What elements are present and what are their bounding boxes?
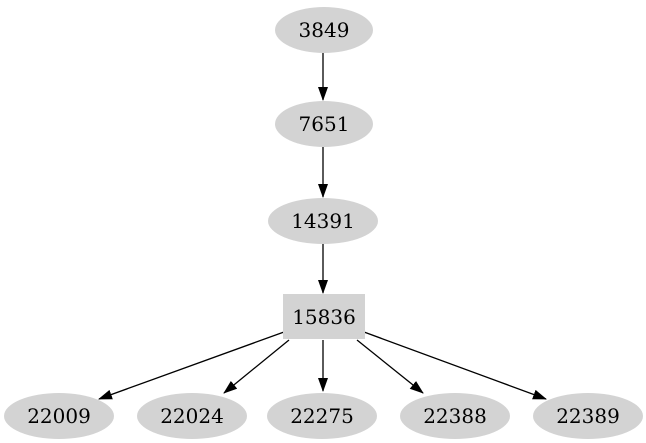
node-14391: 14391 xyxy=(268,198,378,244)
node-label: 22009 xyxy=(27,404,91,428)
node-22275: 22275 xyxy=(267,393,377,439)
node-22024: 22024 xyxy=(137,393,247,439)
edge-15836-22009 xyxy=(98,331,285,400)
node-label: 14391 xyxy=(291,209,355,233)
node-label: 7651 xyxy=(298,112,350,136)
node-label: 22275 xyxy=(290,404,354,428)
node-label: 22024 xyxy=(160,404,224,428)
edge-15836-22389 xyxy=(363,331,547,400)
node-22009: 22009 xyxy=(4,393,114,439)
edge-15836-22024 xyxy=(223,339,290,394)
node-label: 15836 xyxy=(292,304,356,329)
node-7651: 7651 xyxy=(275,101,373,147)
node-3849: 3849 xyxy=(275,7,373,53)
node-label: 22389 xyxy=(556,404,620,428)
node-label: 22388 xyxy=(423,404,487,428)
node-22388: 22388 xyxy=(400,393,510,439)
node-22389: 22389 xyxy=(533,393,643,439)
node-15836: 15836 xyxy=(283,294,365,339)
node-label: 3849 xyxy=(298,18,350,42)
edge-15836-22388 xyxy=(356,339,424,394)
